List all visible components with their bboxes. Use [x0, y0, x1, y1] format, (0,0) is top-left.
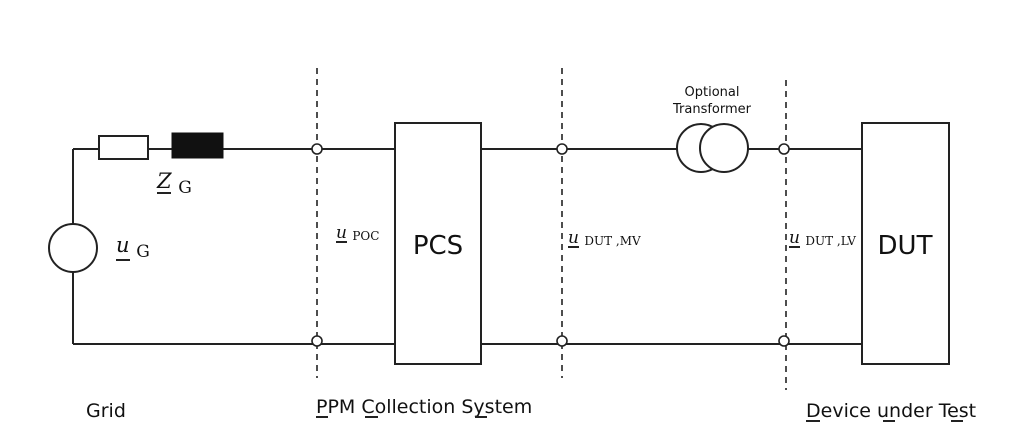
- dut-label: DUT: [878, 231, 933, 261]
- mv-top-node: [556, 143, 568, 155]
- source-voltage-main: u: [116, 233, 130, 257]
- mv-voltage-sub: DUT ,MV: [584, 234, 641, 248]
- source-voltage-sub: G: [136, 242, 150, 262]
- transformer-label-line1: Optional: [685, 85, 740, 100]
- voltage-source-symbol: [48, 223, 98, 273]
- impedance-symbol-sub: G: [178, 178, 192, 198]
- device-section-label: Device under Test: [806, 400, 976, 422]
- poc-voltage-symbol: u POC: [336, 223, 379, 243]
- lv-voltage-sub: DUT ,LV: [805, 234, 856, 248]
- grid-section-label: Grid: [86, 400, 126, 422]
- grid-inductor: [171, 132, 224, 159]
- transformer-secondary-winding: [699, 123, 749, 173]
- ppm-section-label: PPM Collection System: [316, 396, 532, 418]
- mv-bottom-node: [556, 335, 568, 347]
- poc-voltage-sub: POC: [352, 229, 379, 243]
- transformer-label-line2: Transformer: [672, 102, 752, 117]
- pcs-block: [394, 122, 482, 365]
- poc-top-node: [311, 143, 323, 155]
- lv-voltage-main: u: [789, 228, 800, 248]
- poc-bottom-node: [311, 335, 323, 347]
- impedance-symbol: Z G: [156, 169, 192, 198]
- lv-top-node: [778, 143, 790, 155]
- mv-voltage-symbol: u DUT ,MV: [568, 228, 641, 248]
- mv-voltage-main: u: [568, 228, 579, 248]
- pcs-label: PCS: [413, 231, 463, 261]
- source-voltage-symbol: u G: [116, 233, 150, 262]
- grid-resistor: [98, 135, 149, 160]
- lv-voltage-symbol: u DUT ,LV: [789, 228, 856, 248]
- impedance-symbol-main: Z: [156, 169, 172, 193]
- lv-bottom-node: [778, 335, 790, 347]
- poc-voltage-main: u: [336, 223, 347, 243]
- dut-block: [861, 122, 950, 365]
